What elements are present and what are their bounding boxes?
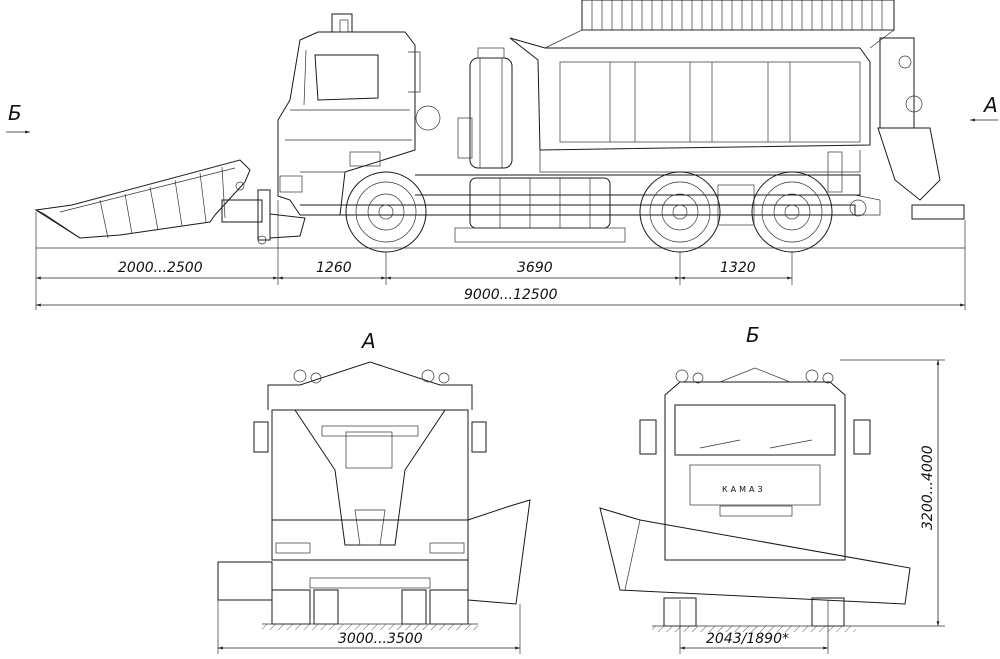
side-view: Б А: [6, 0, 998, 310]
dim-front-width: 2043/1890*: [706, 631, 789, 647]
front-beacon-left-2: [692, 372, 704, 384]
front-mirror-left: [639, 419, 657, 455]
rear-axle: [309, 577, 431, 589]
beacon-left-2: [310, 372, 322, 384]
dim-height: 3200...4000: [920, 445, 936, 530]
plow-edge-line: [624, 519, 641, 591]
rear-spreader-funnel: [294, 409, 446, 546]
rear-side-plow-left: [217, 561, 273, 601]
wiper-right: [769, 439, 813, 449]
grille: [689, 464, 821, 506]
rear-view-label: А: [360, 329, 376, 353]
rear-wheel-right-inner: [401, 589, 427, 625]
view-mark-b-label: Б: [8, 101, 22, 125]
side-dimensions: [35, 200, 966, 310]
dim-plow-overhang: 2000...2500: [118, 260, 203, 276]
front-view: Б КАМАЗ 2043/1890* 32: [599, 323, 945, 654]
brand-logo-text: КАМАЗ: [722, 485, 766, 494]
front-mirror-right: [853, 419, 871, 455]
rear-ground-hatch: [262, 624, 478, 630]
rear-mirror-left: [253, 421, 269, 453]
rear-bumper: [271, 519, 469, 561]
chassis-frame: [300, 174, 881, 216]
front-view-label: Б: [746, 323, 760, 347]
beacon-left: [293, 369, 307, 383]
dim-front-overhang: 1260: [316, 260, 352, 276]
wiper-left: [699, 439, 741, 449]
dim-wheelbase-1: 3690: [517, 260, 553, 276]
bogie-suspension: [717, 184, 755, 226]
tail-light-right: [429, 542, 465, 554]
truck-cab: [277, 13, 441, 216]
front-plow-blade-view: [599, 507, 911, 605]
vertical-tank: [457, 47, 513, 169]
rear-hopper-top: [267, 361, 473, 410]
front-cab: [664, 381, 846, 561]
front-plow-blade: [34, 159, 306, 245]
front-wheel: [345, 171, 427, 253]
view-mark-a-label: А: [982, 93, 998, 117]
dim-rear-width: 3000...3500: [338, 631, 423, 647]
rear-spreader: [827, 37, 965, 220]
hopper-peak: [719, 367, 791, 383]
front-ground-hatch: [652, 626, 856, 632]
rear-wheel-2: [751, 171, 833, 253]
fuel-tank: [454, 177, 626, 243]
bumper-grille: [719, 505, 793, 517]
rear-view: А: [217, 329, 531, 654]
dim-overall-length: 9000...12500: [464, 287, 558, 303]
front-beacon-right-2: [822, 372, 834, 384]
rear-side-plow-right: [467, 499, 531, 605]
windshield: [674, 404, 836, 456]
beacon-right: [421, 369, 435, 383]
rear-wheel-right-outer: [429, 589, 469, 625]
rear-wheel-left-outer: [271, 589, 311, 625]
rear-wheel-left-inner: [313, 589, 339, 625]
rear-mirror-right: [471, 421, 487, 453]
front-beacon-right: [805, 369, 819, 383]
rear-wheel-1: [639, 171, 721, 253]
dim-wheelbase-2: 1320: [720, 260, 756, 276]
front-beacon-left: [675, 369, 689, 383]
rear-body: [271, 409, 469, 521]
tail-light-left: [275, 542, 311, 554]
beacon-right-2: [438, 372, 450, 384]
dump-body: [509, 0, 896, 173]
